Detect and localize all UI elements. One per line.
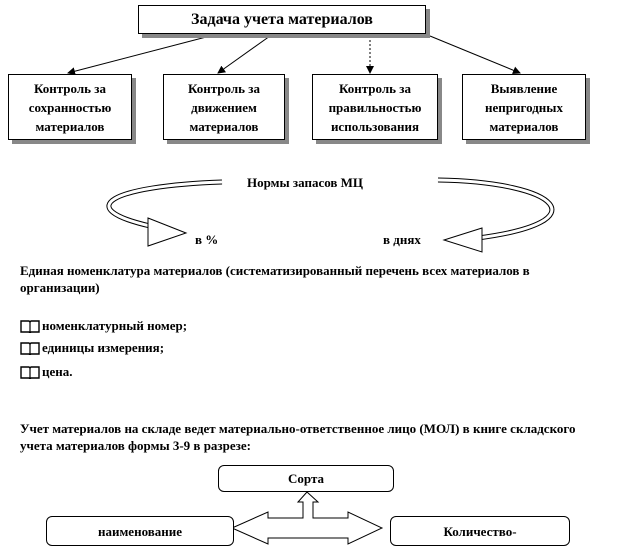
norms-left-label: в %	[195, 232, 219, 247]
title-box: Задача учета материалов	[138, 5, 426, 34]
arrow-to-task-2	[217, 35, 271, 74]
arrow-to-task-4	[429, 35, 521, 75]
name-box: наименование	[46, 516, 234, 546]
nomenclature-item-label: номенклатурный номер;	[42, 318, 188, 333]
nomenclature-item-2: единицы измерения;	[20, 340, 164, 356]
sort-box: Сорта	[218, 465, 394, 492]
book-icon	[20, 320, 40, 333]
task-box-3: Контроль за правильностью использования	[312, 74, 438, 140]
block-arrow-three-way	[230, 491, 384, 545]
nomenclature-heading: Единая номенклатура материалов (системат…	[20, 263, 530, 295]
norms-right-label: в днях	[383, 232, 421, 247]
warehouse-text: Учет материалов на складе ведет материал…	[20, 421, 576, 453]
arrow-to-task-1	[67, 35, 211, 76]
task-box-4: Выявление непригодных материалов	[462, 74, 586, 140]
curved-arrow-right	[437, 177, 555, 253]
task-box-1: Контроль за сохранностью материалов	[8, 74, 132, 140]
book-icon	[20, 342, 40, 355]
task-box-2: Контроль за движением материалов	[163, 74, 285, 140]
nomenclature-item-label: единицы измерения;	[42, 340, 165, 355]
curved-arrow-left	[106, 179, 223, 247]
nomenclature-item-3: цена.	[20, 364, 73, 380]
book-icon	[20, 366, 40, 379]
norms-title: Нормы запасов МЦ	[247, 175, 364, 190]
nomenclature-item-1: номенклатурный номер;	[20, 318, 187, 334]
nomenclature-item-label: цена.	[42, 364, 73, 379]
quantity-box: Количество-	[390, 516, 570, 546]
